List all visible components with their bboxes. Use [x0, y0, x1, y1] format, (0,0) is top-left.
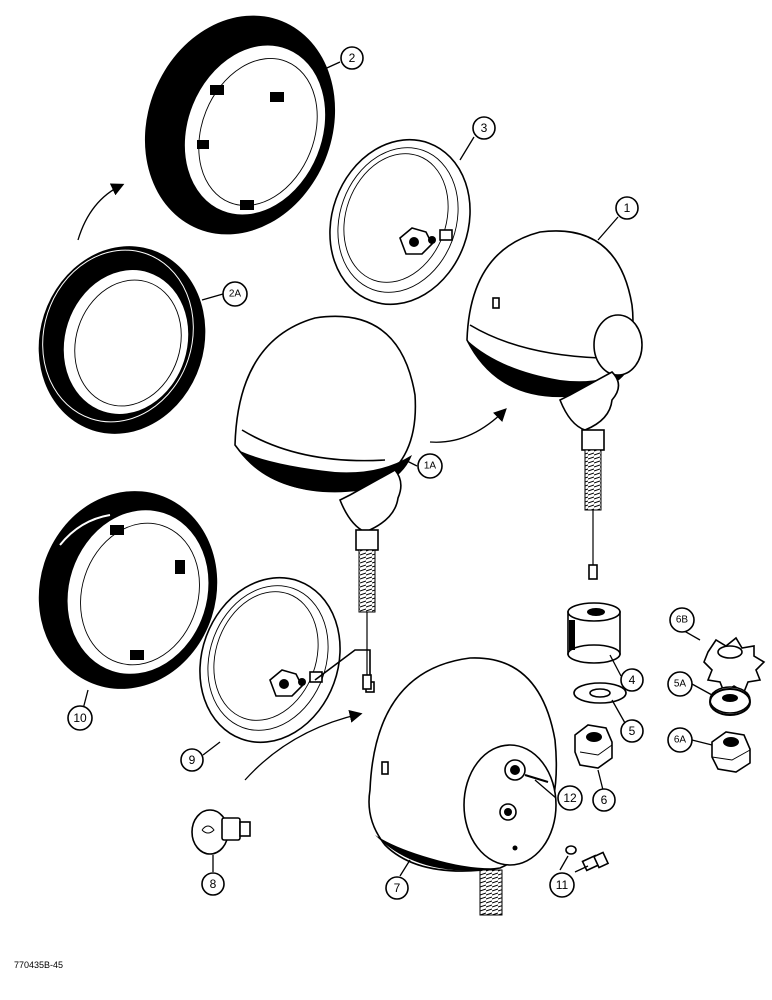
callout-12: 12 [557, 785, 583, 811]
callout-5: 5 [620, 719, 644, 743]
bulb-part-8 [191, 809, 251, 855]
bezel-ring-part-2 [144, 15, 336, 235]
flat-washer-part-5 [573, 682, 627, 704]
callout-9: 9 [180, 748, 204, 772]
callout-6b: 6B [669, 607, 695, 633]
callout-4: 4 [620, 668, 644, 692]
callout-3: 3 [472, 116, 496, 140]
callout-2-label: 2 [349, 51, 356, 65]
figure-code: 770435B-45 [14, 960, 63, 970]
callout-6b-label: 6B [676, 615, 689, 626]
star-washer-part-6b [703, 636, 766, 694]
callout-6a-label: 6A [674, 735, 687, 746]
bezel-ring-part-10 [38, 491, 218, 689]
gasket-ring-part-2a [38, 246, 206, 434]
callout-5-label: 5 [629, 724, 636, 738]
sealed-beam-lens-part-9 [199, 576, 375, 744]
callout-4-label: 4 [629, 673, 636, 687]
callout-2: 2 [340, 46, 364, 70]
callout-1-label: 1 [624, 201, 631, 215]
callout-7-label: 7 [394, 881, 401, 895]
callout-1a: 1A [417, 453, 443, 479]
sealed-beam-lens-part-3 [329, 138, 471, 306]
screw-part-11 [565, 845, 610, 872]
spacer-part-4 [567, 602, 621, 664]
callout-5a: 5A [667, 671, 693, 697]
callout-11-label: 11 [556, 878, 569, 892]
callout-2a: 2A [222, 281, 248, 307]
callout-1: 1 [615, 196, 639, 220]
callout-8: 8 [201, 872, 225, 896]
nut-part-6a [711, 731, 751, 773]
callout-7: 7 [385, 876, 409, 900]
callout-2a-label: 2A [229, 289, 242, 300]
callout-5a-label: 5A [674, 679, 687, 690]
lock-washer-part-5a [709, 686, 751, 716]
lamp-housing-part-7 [368, 657, 558, 916]
callout-6: 6 [592, 788, 616, 812]
callout-11: 11 [549, 872, 575, 898]
callout-6-label: 6 [601, 793, 608, 807]
callout-3-label: 3 [481, 121, 488, 135]
callout-10: 10 [67, 705, 93, 731]
nut-part-6 [574, 724, 613, 769]
assembly-arrows [77, 183, 507, 781]
callout-9-label: 9 [189, 753, 196, 767]
lamp-housing-part-1a [234, 315, 417, 690]
lamp-housing-part-1 [466, 230, 643, 580]
callout-10-label: 10 [73, 711, 87, 725]
callout-12-label: 12 [563, 791, 577, 805]
callout-1a-label: 1A [424, 461, 437, 472]
callout-8-label: 8 [210, 877, 217, 891]
callout-6a: 6A [667, 727, 693, 753]
